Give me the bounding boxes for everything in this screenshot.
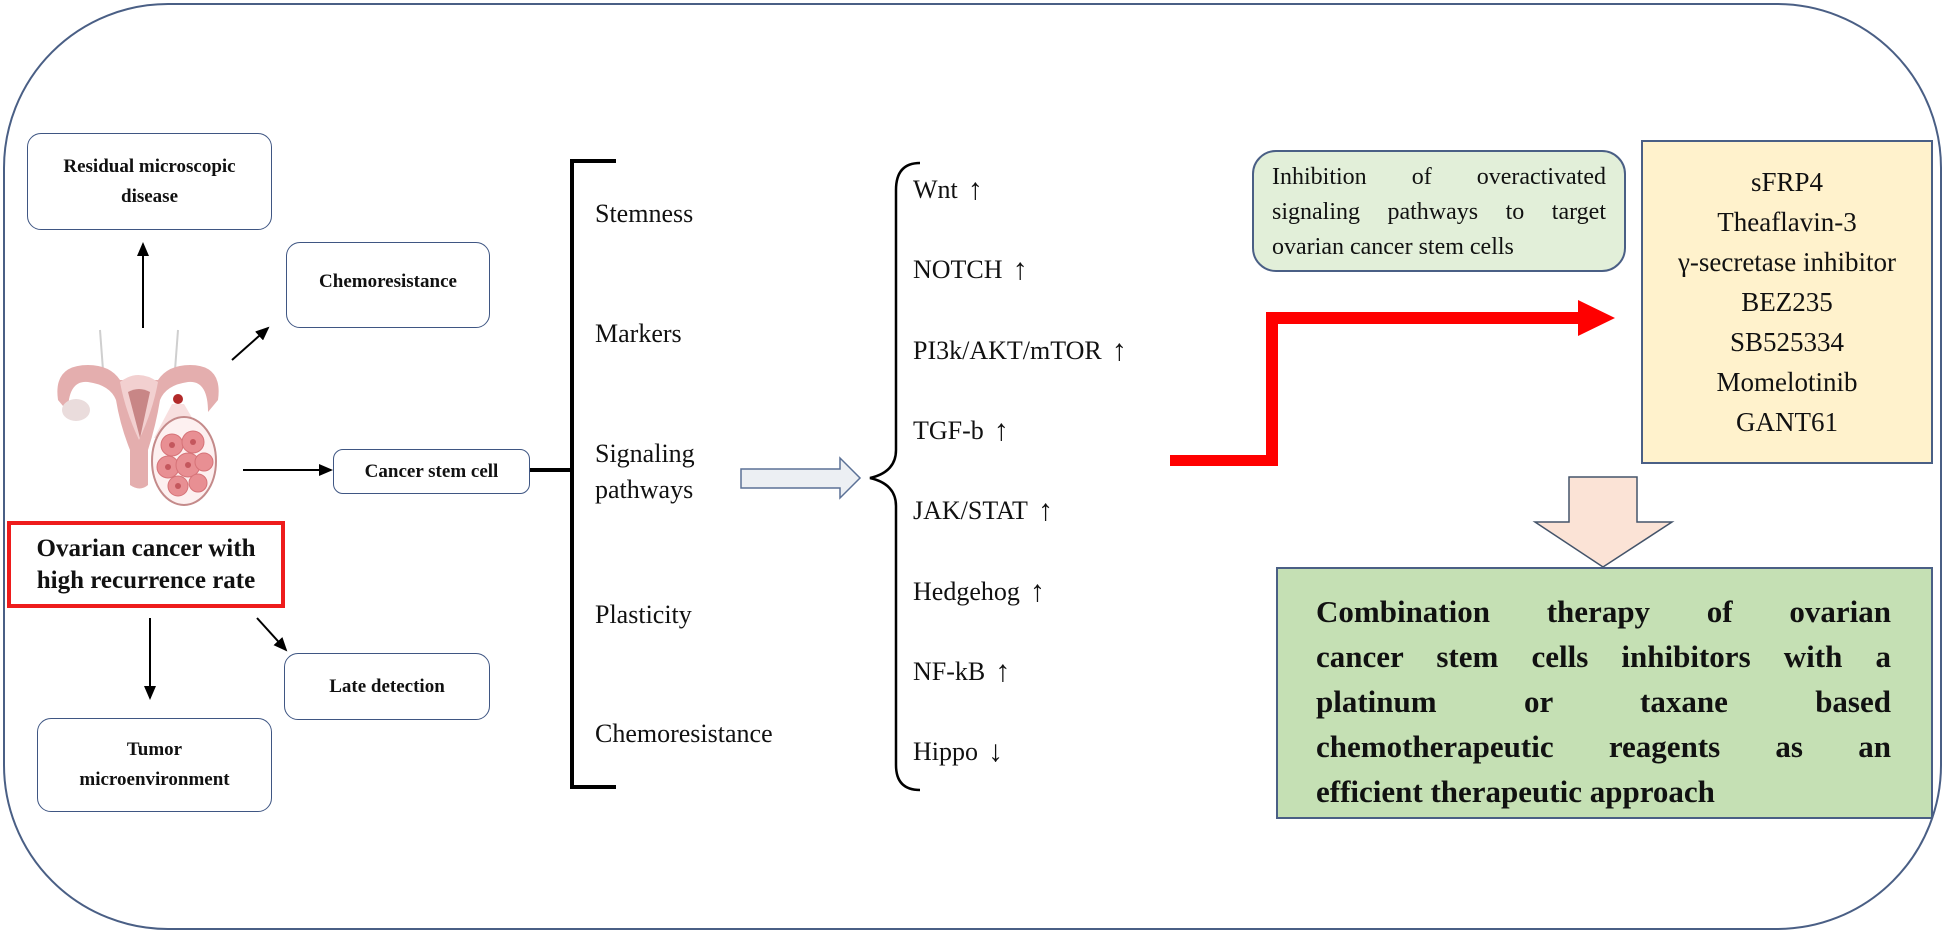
central-problem-box: Ovarian cancer with high recurrence rate: [7, 521, 285, 608]
residual-disease-box: Residual microscopic disease: [27, 133, 272, 230]
chemoresistance-outcome-box: Chemoresistance: [286, 242, 490, 328]
central-problem-line-2: high recurrence rate: [36, 566, 256, 594]
inhibitor-item: SB525334: [1729, 327, 1845, 357]
inhibitor-item: Theaflavin-3: [1717, 207, 1857, 237]
chemoresistance-outcome-label: Chemoresistance: [319, 271, 457, 292]
tumor-microenvironment-line-1: Tumor: [126, 739, 183, 760]
features-bracket: [570, 159, 616, 789]
inhibitor-item: sFRP4: [1750, 167, 1824, 197]
outer-frame: [3, 3, 1942, 930]
feature-stemness: Stemness: [595, 196, 693, 232]
arrow-up-icon: ↑: [995, 655, 1011, 688]
arrow-up-icon: ↑: [967, 173, 983, 206]
pathway-name: NOTCH: [913, 255, 1003, 284]
conclusion-line: chemotherapeutic reagents as an: [1316, 729, 1891, 764]
late-detection-label: Late detection: [329, 675, 445, 697]
tumor-microenvironment-box: Tumor microenvironment: [37, 718, 272, 812]
pathway-tgf-b: TGF-b ↑: [913, 414, 1009, 448]
down-arrow-icon: [1532, 476, 1675, 568]
pathway-name: Wnt: [913, 175, 958, 204]
feature-plasticity: Plasticity: [595, 597, 692, 633]
arrow-down-icon: ↓: [988, 735, 1003, 768]
feature-chemoresistance: Chemoresistance: [595, 716, 773, 752]
conclusion-line: platinum or taxane based: [1316, 684, 1891, 719]
inhibitors-box: sFRP4 Theaflavin-3 γ-secretase inhibitor…: [1641, 140, 1933, 464]
hollow-arrow-icon: [740, 456, 862, 500]
uterus-illustration-icon: [57, 329, 219, 506]
pathway-name: NF-kB: [913, 657, 986, 686]
pathway-name: Hedgehog: [913, 577, 1020, 606]
conclusion-box: Combination therapy of ovarian cancer st…: [1276, 567, 1933, 819]
pathway-jak-stat: JAK/STAT ↑: [913, 494, 1053, 528]
arrow-up-icon: ↑: [1037, 494, 1053, 527]
residual-disease-line-1: Residual microscopic: [63, 155, 236, 177]
residual-disease-line-2: disease: [121, 185, 178, 207]
pathway-name: Hippo: [913, 737, 978, 766]
pathway-hippo: Hippo ↓: [913, 735, 1003, 769]
feature-label: Markers: [595, 319, 682, 348]
pathway-name: PI3k/AKT/mTOR: [913, 336, 1102, 365]
feature-signaling-pathways: Signaling pathways: [595, 436, 695, 508]
cancer-stem-cell-box: Cancer stem cell: [333, 449, 530, 494]
arrow-up-icon: ↑: [1012, 253, 1028, 286]
arrow-to-late-detection: [256, 617, 288, 652]
feature-label-line-1: Signaling: [595, 439, 695, 468]
inhibitor-item: GANT61: [1736, 407, 1838, 437]
arrow-to-chemoresistance: [231, 326, 270, 361]
pathway-name: TGF-b: [913, 416, 984, 445]
pathway-nf-kb: NF-kB ↑: [913, 655, 1010, 689]
cancer-stem-cell-label: Cancer stem cell: [364, 460, 499, 482]
inhibitor-item: γ-secretase inhibitor: [1677, 247, 1897, 277]
conclusion-line: cancer stem cells inhibitors with a: [1316, 639, 1891, 674]
pathway-pi3k-akt-mtor: PI3k/AKT/mTOR ↑: [913, 334, 1127, 368]
feature-label-line-2: pathways: [595, 475, 694, 504]
conclusion-line: efficient therapeutic approach: [1316, 774, 1715, 809]
pathway-wnt: Wnt ↑: [913, 173, 983, 207]
pathways-brace: [869, 161, 921, 792]
pathway-hedgehog: Hedgehog ↑: [913, 575, 1045, 609]
feature-label: Chemoresistance: [595, 719, 773, 748]
pathway-name: JAK/STAT: [913, 496, 1028, 525]
inhibitor-item: Momelotinib: [1716, 367, 1858, 397]
strategy-box: Inhibition of overactivated signaling pa…: [1252, 150, 1626, 272]
central-problem-line-1: Ovarian cancer with: [36, 534, 256, 562]
pathway-notch: NOTCH ↑: [913, 253, 1028, 287]
arrow-up-icon: ↑: [1029, 575, 1045, 608]
feature-label: Stemness: [595, 199, 694, 228]
tumor-microenvironment-line-2: microenvironment: [79, 769, 230, 790]
red-step-arrow: [1170, 300, 1615, 466]
feature-label: Plasticity: [595, 600, 692, 629]
late-detection-box: Late detection: [284, 653, 490, 720]
conclusion-line: Combination therapy of ovarian: [1316, 594, 1891, 629]
arrow-up-icon: ↑: [993, 414, 1009, 447]
feature-markers: Markers: [595, 316, 682, 352]
arrow-up-icon: ↑: [1111, 334, 1127, 367]
strategy-label: Inhibition of overactivated signaling pa…: [1272, 164, 1606, 260]
inhibitor-item: BEZ235: [1741, 287, 1833, 317]
